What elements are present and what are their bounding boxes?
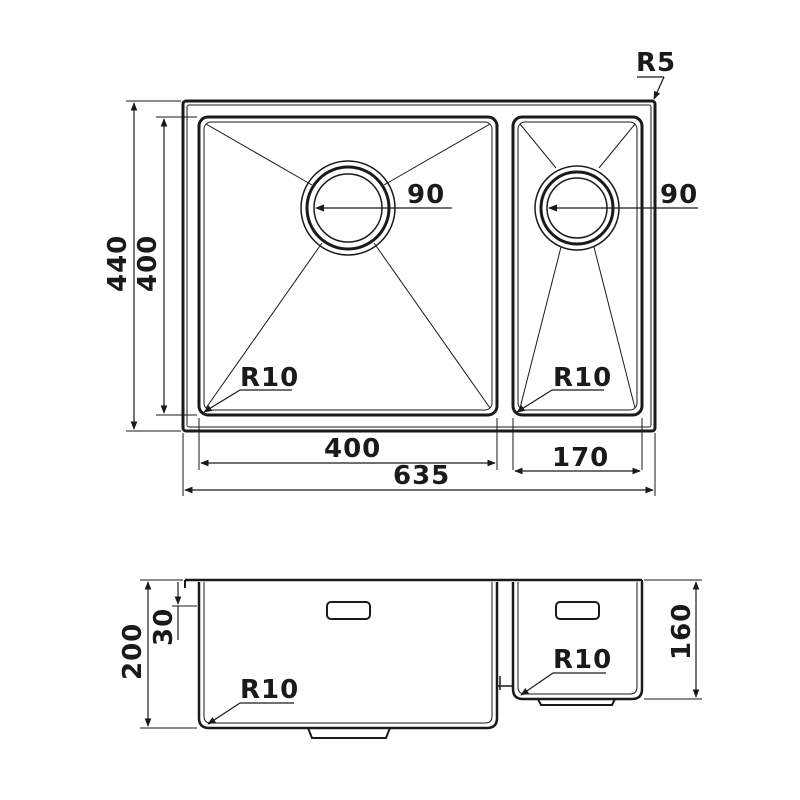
small-drain-body-icon: [537, 698, 616, 706]
large-depth-label: 200: [118, 623, 148, 680]
outer-corner-radius-label: R5: [636, 48, 676, 78]
large-overflow-slot-icon: [326, 601, 371, 620]
large-bowl: [197, 115, 499, 417]
large-drain-diameter-label: 90: [407, 180, 445, 210]
flange-offset-label: 30: [149, 608, 179, 646]
small-overflow-slot-icon: [555, 601, 600, 620]
small-drain-diameter-label: 90: [660, 180, 698, 210]
overall-height-label: 440: [103, 235, 133, 292]
large-bowl-radius-label: R10: [240, 363, 299, 393]
sink-outline: [181, 99, 657, 433]
small-bowl-width-label: 170: [552, 443, 609, 473]
overall-width-label: 635: [393, 461, 450, 491]
side-small-radius-label: R10: [553, 645, 612, 675]
small-depth-label: 160: [667, 603, 697, 660]
large-bowl-width-label: 400: [324, 434, 381, 464]
sink-outline-inner: [186, 104, 652, 428]
side-large-radius-label: R10: [240, 675, 299, 705]
inner-height-label: 400: [133, 235, 163, 292]
small-bowl: [511, 115, 698, 417]
top-view: 90 90 R10 R10 R5 440 400 400 170: [103, 48, 698, 496]
small-bowl-radius-label: R10: [553, 363, 612, 393]
large-drain-body-icon: [307, 727, 391, 739]
large-bowl-profile: [197, 582, 499, 730]
side-view: R10 R10 200 30 160: [118, 578, 702, 739]
small-bowl-profile: [511, 582, 644, 701]
